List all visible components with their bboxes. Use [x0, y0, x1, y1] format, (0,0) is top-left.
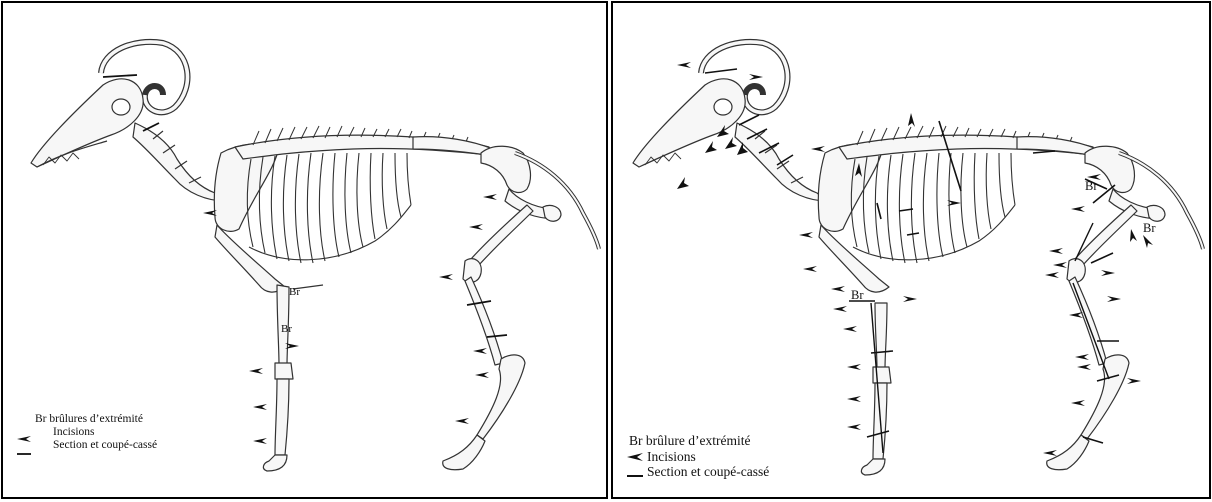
legend-incisions: Incisions — [647, 449, 696, 465]
pelvis — [481, 146, 530, 192]
incision-arrow — [1071, 400, 1085, 406]
incision-arrow — [677, 62, 691, 68]
skull — [633, 79, 745, 167]
br-label: Br — [1085, 179, 1098, 194]
carpus — [275, 363, 293, 379]
incision-arrow — [843, 326, 857, 332]
metatarsal — [465, 277, 503, 365]
fore-hoof — [861, 459, 885, 475]
skull — [31, 79, 143, 167]
legend-glyphs — [17, 436, 31, 454]
incision-arrow — [473, 348, 487, 354]
legend: Br brûlures d’extrémité Incisions Sectio… — [35, 413, 157, 453]
incision-arrow — [803, 266, 817, 272]
br-label: Br — [1143, 221, 1156, 236]
incision-arrow — [1045, 272, 1059, 278]
legend-sections: Section et coupé-cassé — [53, 439, 157, 452]
incision-arrow — [439, 274, 453, 280]
incision-arrow — [253, 438, 267, 444]
incision-arrow — [833, 306, 847, 312]
br-label: Br — [281, 323, 292, 335]
hind-hoof — [1047, 435, 1089, 470]
left-panel: Br Br Br brûlures d’extrémité Incisions … — [1, 1, 608, 499]
legend-burns: Br brûlures d’extrémité — [35, 413, 157, 426]
incision-arrow — [1071, 206, 1085, 212]
incision-arrow — [1130, 229, 1137, 242]
incision-arrow — [903, 296, 917, 302]
hind-hoof — [443, 435, 485, 470]
incision-arrow — [1107, 296, 1121, 302]
incision-arrow — [1077, 364, 1091, 370]
right-panel: Br Br Br Br brûlure d’extrémité Incision… — [611, 1, 1211, 499]
incision-arrows — [203, 194, 497, 444]
incision-arrow — [475, 372, 489, 378]
ribcage — [851, 153, 1015, 263]
incision-arrow — [1053, 262, 1067, 268]
hind-distal — [477, 355, 525, 439]
br-label: Br — [851, 288, 864, 303]
incision-arrow — [847, 396, 861, 402]
incision-arrow — [253, 404, 267, 410]
tibia — [471, 205, 533, 265]
section-marks — [705, 69, 1119, 453]
incision-arrow — [1127, 378, 1141, 384]
metacarpal — [275, 379, 289, 455]
legend-arrow-icon — [17, 436, 31, 442]
radius — [875, 303, 887, 369]
incision-arrow — [847, 424, 861, 430]
incision-arrow — [1075, 354, 1089, 360]
incision-arrow — [749, 74, 763, 80]
incision-arrow — [811, 146, 825, 152]
metatarsal — [1069, 277, 1107, 365]
incision-arrow — [1049, 248, 1063, 254]
legend-sections: Section et coupé-cassé — [647, 464, 769, 480]
ribcage — [247, 153, 411, 263]
ram-skeleton-right — [613, 3, 1211, 499]
fore-hoof — [263, 455, 287, 471]
incision-arrow — [249, 368, 263, 374]
incision-arrow — [483, 194, 497, 200]
incision-arrow — [1143, 235, 1153, 248]
incision-arrow — [1069, 312, 1083, 318]
incision-arrow — [831, 286, 845, 292]
incision-arrow — [799, 232, 813, 238]
incision-arrow — [1101, 270, 1115, 276]
incision-arrow — [908, 113, 915, 127]
incision-arrow — [677, 177, 689, 189]
incision-arrow — [1043, 450, 1057, 456]
incision-arrow — [455, 418, 469, 424]
incision-arrow — [469, 224, 483, 230]
incision-arrow — [705, 141, 717, 153]
incision-arrow — [725, 137, 737, 149]
cervical-vertebrae — [133, 123, 225, 201]
legend-burns: Br brûlure d’extrémité — [629, 433, 769, 449]
legend: Br brûlure d’extrémité Incisions Section… — [629, 433, 769, 480]
br-label: Br — [289, 286, 300, 298]
legend-incisions: Incisions — [53, 426, 95, 439]
incision-arrow — [847, 364, 861, 370]
